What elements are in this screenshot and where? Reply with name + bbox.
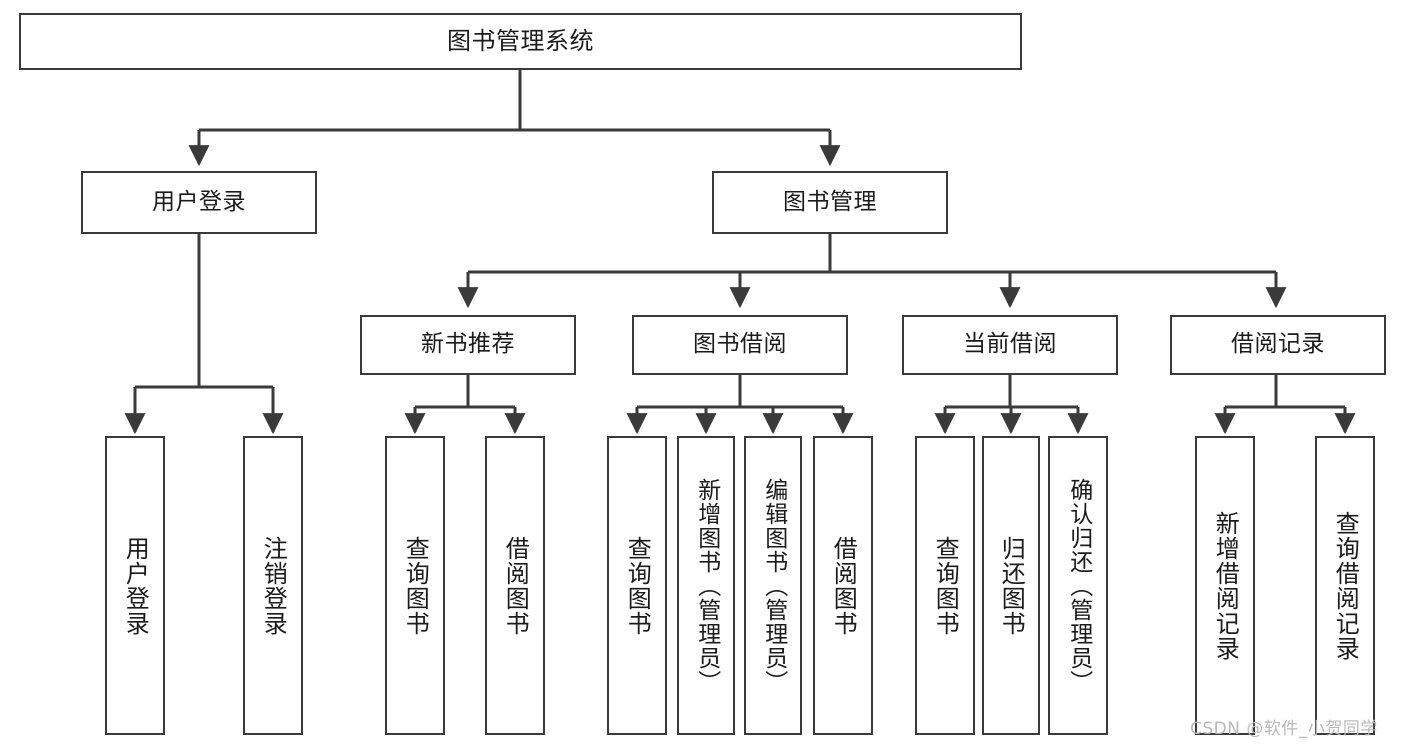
node-book-manage[interactable]: 图书管理 [712, 171, 948, 234]
node-leaf-borrow-book-2-label: 借阅图书 [829, 535, 858, 636]
node-leaf-borrow-book-1[interactable]: 借阅图书 [485, 436, 545, 735]
node-leaf-return-book-label: 归还图书 [997, 535, 1026, 636]
node-leaf-add-book[interactable]: 新增图书（管理员） [677, 436, 735, 735]
node-leaf-edit-book[interactable]: 编辑图书（管理员） [744, 436, 802, 735]
node-leaf-add-book-label: 新增图书（管理员） [693, 477, 720, 694]
node-leaf-query-record[interactable]: 查询借阅记录 [1315, 436, 1375, 735]
node-user-login[interactable]: 用户登录 [81, 171, 317, 234]
node-leaf-edit-book-label: 编辑图书（管理员） [760, 477, 787, 694]
node-book-borrow[interactable]: 图书借阅 [632, 315, 848, 375]
node-leaf-borrow-book-2[interactable]: 借阅图书 [813, 436, 873, 735]
node-current-borrow[interactable]: 当前借阅 [902, 315, 1118, 375]
node-new-book-rec-label: 新书推荐 [421, 331, 515, 358]
node-leaf-confirm-return-label: 确认归还（管理员） [1065, 477, 1092, 694]
node-leaf-logout[interactable]: 注销登录 [243, 436, 303, 735]
node-leaf-query-book-1-label: 查询图书 [401, 535, 430, 636]
node-leaf-query-book-3-label: 查询图书 [931, 535, 960, 636]
node-borrow-record[interactable]: 借阅记录 [1170, 315, 1386, 375]
node-leaf-add-record[interactable]: 新增借阅记录 [1195, 436, 1255, 735]
node-user-login-label: 用户登录 [152, 188, 246, 215]
node-leaf-borrow-book-1-label: 借阅图书 [501, 535, 530, 636]
node-leaf-query-book-2[interactable]: 查询图书 [607, 436, 667, 735]
node-borrow-record-label: 借阅记录 [1231, 331, 1325, 358]
node-book-borrow-label: 图书借阅 [693, 331, 787, 358]
node-root-label: 图书管理系统 [447, 27, 594, 56]
node-leaf-query-record-label: 查询借阅记录 [1331, 510, 1360, 661]
node-root[interactable]: 图书管理系统 [19, 13, 1022, 70]
node-leaf-query-book-1[interactable]: 查询图书 [385, 436, 445, 735]
node-leaf-return-book[interactable]: 归还图书 [982, 436, 1040, 735]
node-current-borrow-label: 当前借阅 [963, 331, 1057, 358]
csdn-watermark: CSDN @软件_小贺同学 [1190, 719, 1378, 739]
node-leaf-user-login[interactable]: 用户登录 [105, 436, 165, 735]
node-leaf-confirm-return[interactable]: 确认归还（管理员） [1048, 436, 1108, 735]
node-leaf-query-book-3[interactable]: 查询图书 [915, 436, 975, 735]
node-book-manage-label: 图书管理 [783, 188, 877, 215]
node-leaf-query-book-2-label: 查询图书 [623, 535, 652, 636]
node-leaf-logout-label: 注销登录 [259, 535, 288, 636]
node-leaf-user-login-label: 用户登录 [121, 535, 150, 636]
node-new-book-rec[interactable]: 新书推荐 [360, 315, 576, 375]
node-leaf-add-record-label: 新增借阅记录 [1211, 510, 1240, 661]
